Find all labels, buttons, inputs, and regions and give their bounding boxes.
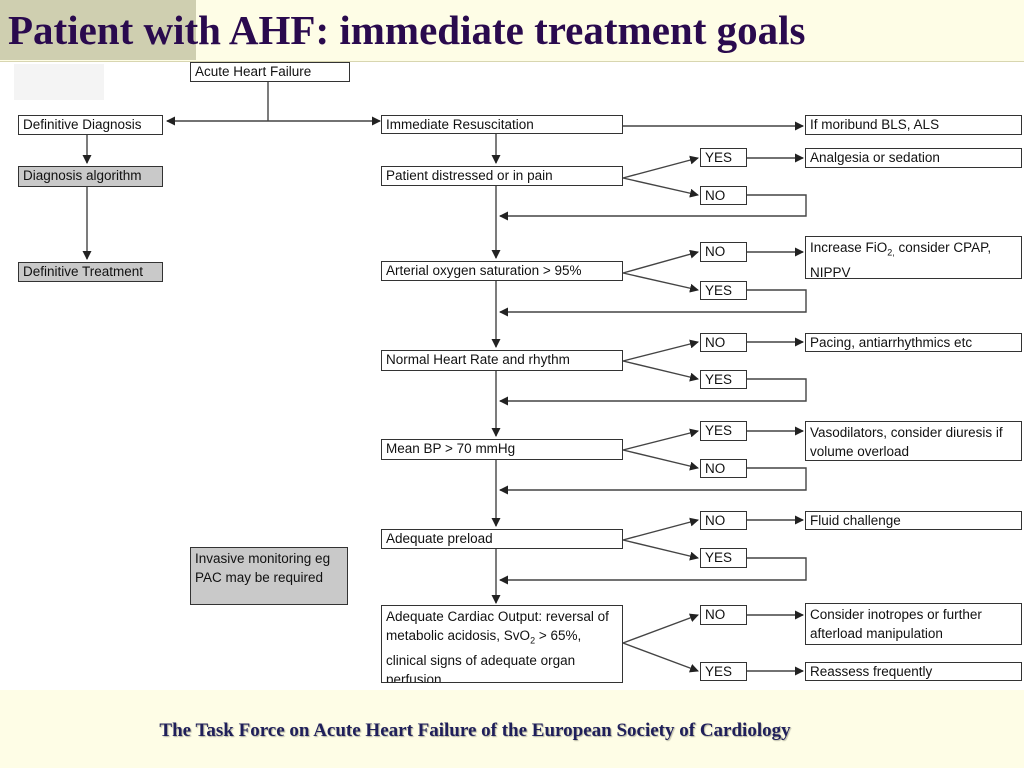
answer-output-yes: YES [700,662,747,681]
fork-distress-yes [622,155,699,179]
node-heart-rate-rhythm: Normal Heart Rate and rhythm [381,350,623,371]
node-diagnosis-algorithm: Diagnosis algorithm [18,166,163,187]
node-definitive-treatment: Definitive Treatment [18,262,163,282]
action-moribund: If moribund BLS, ALS [805,115,1022,135]
answer-output-no: NO [700,605,747,625]
loop-rhythm [499,378,807,406]
action-fluid-challenge: Fluid challenge [805,511,1022,530]
loop-bp [499,467,807,495]
node-immediate-resuscitation: Immediate Resuscitation [381,115,623,134]
answer-bp-no: NO [700,459,747,478]
answer-oxygen-yes: YES [700,281,747,300]
node-mean-bp: Mean BP > 70 mmHg [381,439,623,460]
fork-bp-no [622,449,699,471]
node-acute-heart-failure: Acute Heart Failure [190,62,350,82]
fork-bp-yes [622,428,699,451]
action-reassess: Reassess frequently [805,662,1022,681]
title-corner-decoration [0,0,196,60]
answer-distress-yes: YES [700,148,747,167]
title-rule [0,61,1024,62]
fork-output-yes [622,642,699,673]
answer-oxygen-no: NO [700,242,747,262]
answer-bp-yes: YES [700,421,747,441]
node-patient-distressed: Patient distressed or in pain [381,166,623,186]
node-adequate-preload: Adequate preload [381,529,623,549]
loop-preload [499,557,807,585]
fork-rhythm-no [622,339,699,362]
action-analgesia: Analgesia or sedation [805,148,1022,168]
fork-preload-yes [622,539,699,561]
node-oxygen-saturation: Arterial oxygen saturation > 95% [381,261,623,281]
action-inotropes: Consider inotropes or further afterload … [805,603,1022,645]
fork-oxygen-yes [622,272,699,293]
fork-distress-no [622,177,699,198]
answer-rhythm-yes: YES [700,370,747,389]
node-cardiac-output: Adequate Cardiac Output: reversal of met… [381,605,623,683]
faint-decoration [14,64,104,100]
node-invasive-monitoring: Invasive monitoring eg PAC may be requir… [190,547,348,605]
footer-band [0,690,1024,768]
loop-oxygen [499,289,807,317]
fork-rhythm-yes [622,360,699,382]
action-fio2: Increase FiO2, consider CPAP, NIPPV [805,236,1022,279]
answer-preload-no: NO [700,511,747,530]
node-definitive-diagnosis: Definitive Diagnosis [18,115,163,135]
fork-output-no [622,613,699,644]
answer-preload-yes: YES [700,548,747,568]
slide-title: Patient with AHF: immediate treatment go… [8,7,806,53]
answer-distress-no: NO [700,186,747,205]
footer-citation: The Task Force on Acute Heart Failure of… [159,720,791,741]
fork-oxygen-no [622,249,699,274]
fork-preload-no [622,517,699,541]
action-vasodilators: Vasodilators, consider diuresis if volum… [805,421,1022,461]
action-pacing: Pacing, antiarrhythmics etc [805,333,1022,352]
answer-rhythm-no: NO [700,333,747,352]
loop-distress [499,194,807,221]
